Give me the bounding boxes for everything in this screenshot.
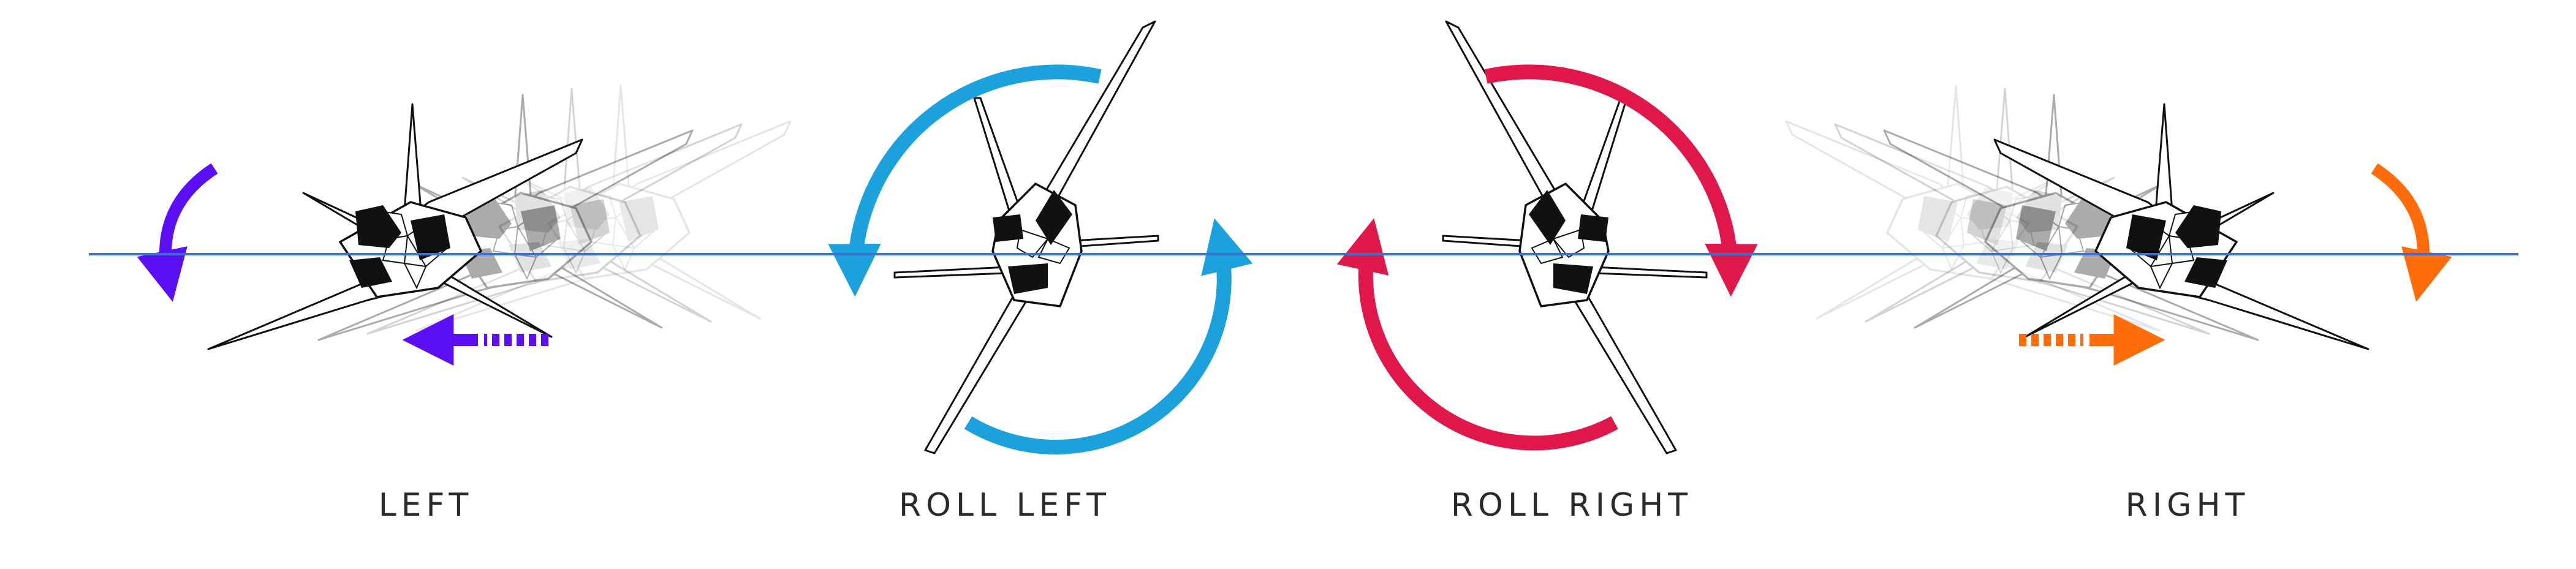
label-roll-right: ROLL RIGHT <box>1450 487 1693 524</box>
roll-left-arrow-top <box>828 64 1102 297</box>
right-maneuver <box>1785 85 2452 366</box>
label-right: RIGHT <box>2125 487 2250 524</box>
label-roll-left: ROLL LEFT <box>898 487 1112 524</box>
roll-left-maneuver <box>828 20 1253 454</box>
roll-right-arrow-top <box>1484 64 1758 297</box>
roll-left-arrow-bottom <box>964 218 1253 454</box>
roll-right-arrow-bottom <box>1336 218 1618 451</box>
left-maneuver <box>137 85 792 366</box>
bank-arrow-right <box>2371 163 2452 302</box>
bank-arrow-left <box>137 163 218 302</box>
ship-front-roll-right <box>1442 20 1708 454</box>
ship-front-roll-left <box>893 20 1159 454</box>
roll-right-maneuver <box>1336 20 1758 454</box>
label-left: LEFT <box>378 487 474 524</box>
